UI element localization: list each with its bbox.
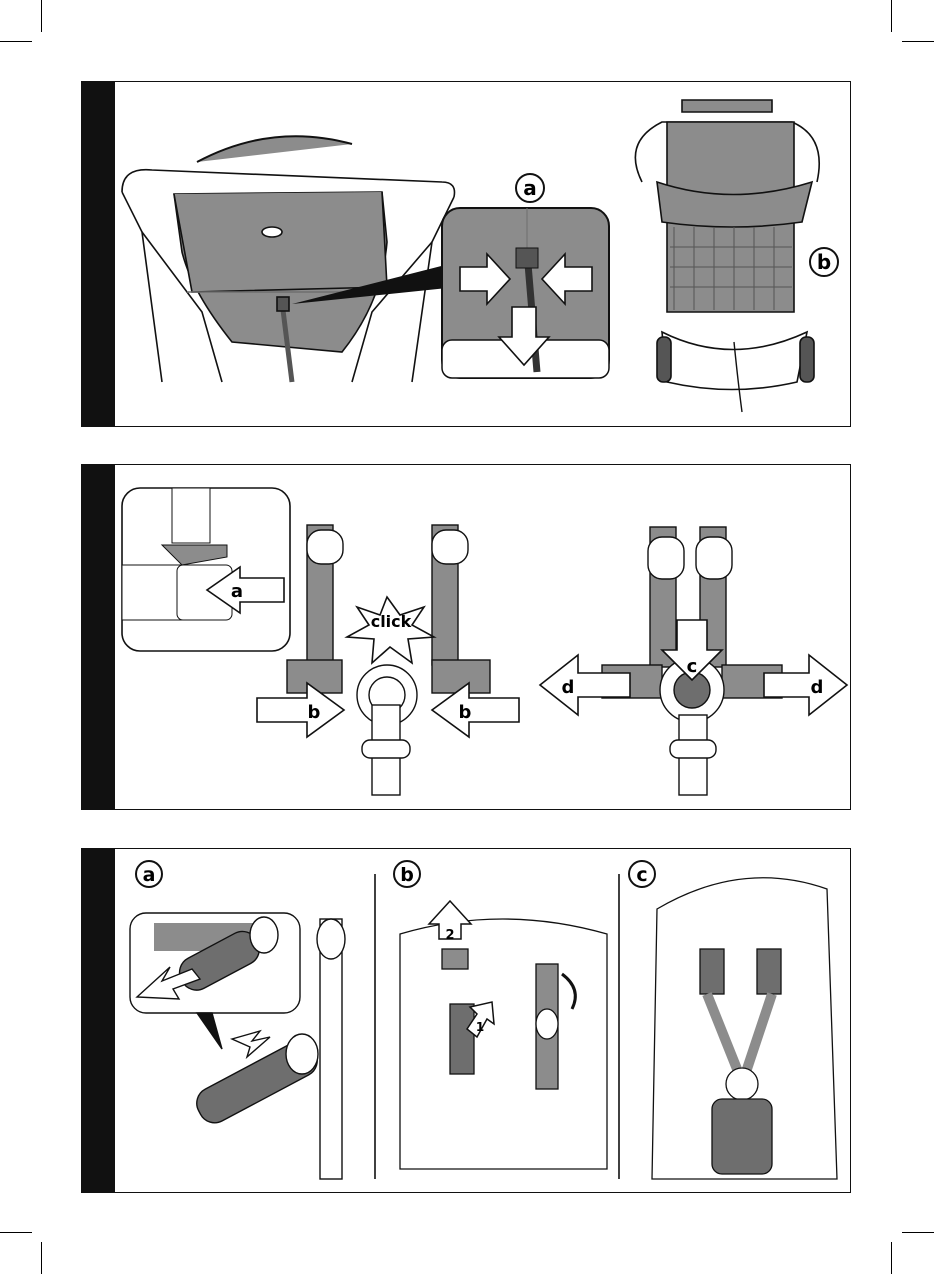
- hood-illustration: a b: [82, 82, 851, 427]
- harness-illustration: a click b b: [82, 465, 851, 810]
- step-a-drawing: [130, 913, 345, 1179]
- crop-mark-br-v: [891, 1242, 892, 1274]
- panel-harness-buckle: a click b b: [81, 464, 851, 810]
- step-label-c: c: [636, 864, 647, 886]
- step-c-drawing: [652, 878, 837, 1179]
- stroller-front-view: [635, 100, 819, 412]
- arrow-label-d-left: d: [562, 677, 575, 698]
- arrow-label-2: 2: [445, 928, 454, 943]
- arrow-label-b-right: b: [459, 702, 472, 723]
- zoom-inset-a: [442, 208, 609, 378]
- pads-illustration: a b 2 1 c: [82, 849, 851, 1193]
- crop-mark-bl-h: [0, 1232, 32, 1233]
- crop-mark-br-h: [902, 1232, 934, 1233]
- step-b-drawing: [400, 919, 607, 1169]
- inset-buckle-a: a: [122, 488, 290, 651]
- callout-label-b: b: [817, 250, 831, 274]
- panel-shoulder-pads: a b 2 1 c: [81, 848, 851, 1193]
- arrow-label-c: c: [687, 656, 698, 677]
- panel-hood-attach: a b: [81, 81, 851, 427]
- arrow-label-d-right: d: [811, 677, 824, 698]
- callout-label-a: a: [523, 176, 537, 200]
- arrow-label-1: 1: [476, 1020, 484, 1034]
- step-label-b: b: [400, 864, 414, 886]
- stroller-rear-view: [122, 136, 455, 382]
- step-label-a: a: [143, 864, 156, 886]
- arrow-label-b-left: b: [308, 702, 321, 723]
- click-label: click: [371, 612, 412, 631]
- crop-mark-tl-v: [41, 0, 42, 32]
- harness-center: [287, 525, 490, 795]
- arrow-label-a: a: [231, 581, 243, 602]
- crop-mark-tl-h: [0, 41, 32, 42]
- crop-mark-tr-h: [902, 41, 934, 42]
- crop-mark-bl-v: [41, 1242, 42, 1274]
- crop-mark-tr-v: [891, 0, 892, 32]
